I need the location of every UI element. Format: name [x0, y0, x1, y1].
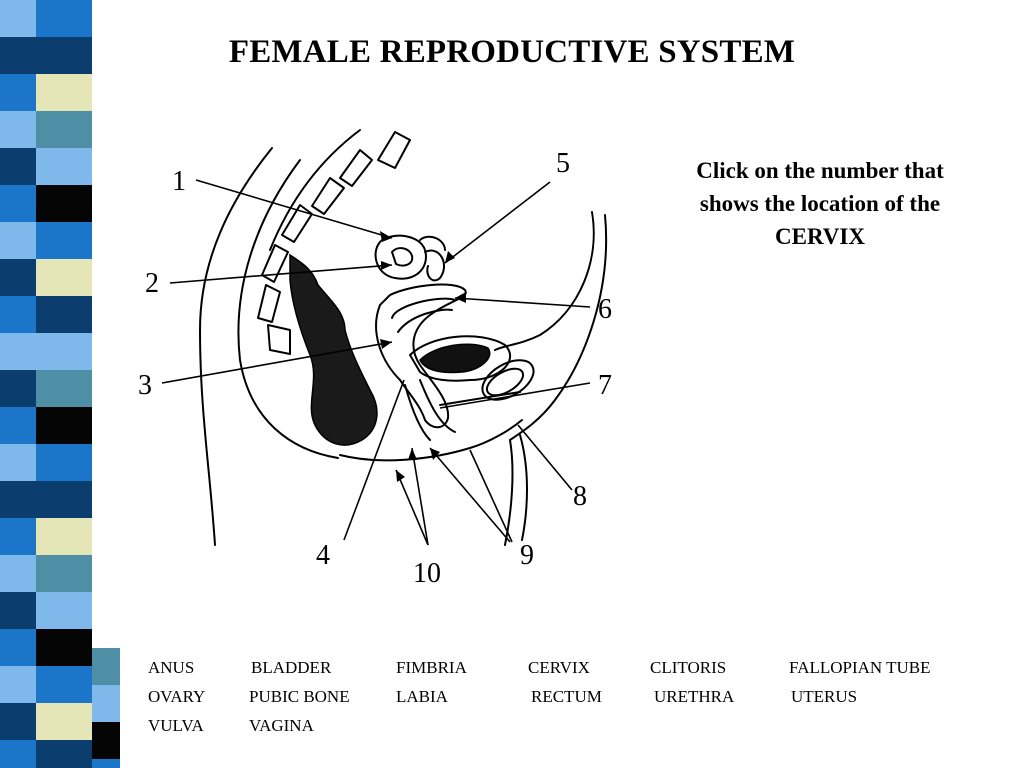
stripe-block [36, 296, 92, 333]
stripe-block [36, 222, 92, 259]
stripe-block [36, 333, 92, 370]
stripe-block [36, 555, 92, 592]
instruction-line-3: CERVIX [775, 224, 865, 249]
word-fimbria: FIMBRIA [396, 658, 467, 677]
body-outline-back [199, 147, 273, 546]
stripe-block [36, 370, 92, 407]
stripe-block [36, 592, 92, 629]
label-number-9[interactable]: 9 [520, 540, 534, 571]
stripe-block [36, 444, 92, 481]
stripe-block-dark [0, 407, 36, 444]
stripe-block [36, 185, 92, 222]
stripe-corner-block [92, 759, 120, 768]
uterus-outline [375, 283, 467, 429]
stripe-block-dark [0, 185, 36, 222]
word-pubic-bone: PUBIC BONE [249, 687, 350, 706]
stripe-block-dark [0, 333, 36, 370]
stripe-block-dark [0, 555, 36, 592]
decorative-stripe-border [0, 0, 96, 768]
sacrum-outline [269, 129, 361, 251]
stripe-block-dark [0, 148, 36, 185]
label-number-7[interactable]: 7 [598, 370, 612, 401]
label-number-4[interactable]: 4 [316, 540, 330, 571]
stripe-block [36, 259, 92, 296]
label-number-3[interactable]: 3 [138, 370, 152, 401]
stripe-block-dark [0, 703, 36, 740]
stripe-block-dark [0, 0, 36, 37]
instruction-line-1: Click on the number that [696, 158, 944, 183]
stripe-block-dark [0, 37, 36, 74]
stripe-block-dark [0, 111, 36, 148]
leader-lines [161, 179, 591, 546]
label-number-5[interactable]: 5 [556, 148, 570, 179]
word-fallopian-tube: FALLOPIAN TUBE [789, 658, 931, 677]
arrow-heads [380, 231, 466, 482]
body-outline-front [494, 211, 595, 351]
word-labia: LABIA [396, 687, 448, 706]
stripe-block [36, 37, 92, 74]
word-vagina: VAGINA [249, 716, 314, 735]
stripe-block [36, 666, 92, 703]
stripe-block-dark [0, 481, 36, 518]
stripe-corner-block [92, 685, 120, 722]
stripe-block [36, 148, 92, 185]
label-number-10[interactable]: 10 [413, 558, 441, 589]
stripe-block-dark [0, 740, 36, 768]
stripe-block-dark [0, 629, 36, 666]
label-number-6[interactable]: 6 [598, 294, 612, 325]
stripe-block [36, 629, 92, 666]
page-title: FEMALE REPRODUCTIVE SYSTEM [228, 34, 796, 70]
stripe-block-dark [0, 592, 36, 629]
word-rectum: RECTUM [531, 687, 602, 706]
stripe-block-dark [0, 222, 36, 259]
anatomy-diagram [161, 129, 608, 546]
word-uterus: UTERUS [791, 687, 858, 706]
stripe-block-dark [0, 296, 36, 333]
word-anus: ANUS [148, 658, 195, 677]
decorative-stripe-corner [0, 648, 120, 768]
stripe-block-dark [0, 444, 36, 481]
stripe-block [36, 407, 92, 444]
stripe-block-dark [0, 666, 36, 703]
label-number-2[interactable]: 2 [145, 268, 159, 299]
stripe-block-dark [0, 74, 36, 111]
word-vulva: VULVA [148, 716, 204, 735]
rectum-shaded [289, 253, 378, 446]
word-clitoris: CLITORIS [650, 658, 727, 677]
stripe-block-dark [0, 259, 36, 296]
word-ovary: OVARY [148, 687, 206, 706]
label-number-8[interactable]: 8 [573, 481, 587, 512]
stripe-block [36, 518, 92, 555]
instruction-line-2: shows the location of the [699, 191, 941, 216]
stripe-block-dark [0, 518, 36, 555]
label-number-1[interactable]: 1 [172, 166, 186, 197]
stripe-block-dark [0, 370, 36, 407]
instruction-text: Click on the number that shows the locat… [650, 154, 990, 253]
word-bladder: BLADDER [251, 658, 332, 677]
stripe-block [36, 740, 92, 768]
word-cervix: CERVIX [528, 658, 590, 677]
stripe-block [36, 74, 92, 111]
stripe-corner-block [92, 648, 120, 685]
stripe-block [36, 0, 92, 37]
stripe-block [36, 111, 92, 148]
stripe-block [36, 481, 92, 518]
stripe-block [36, 703, 92, 740]
word-urethra: URETHRA [654, 687, 735, 706]
ovary-outline [374, 234, 427, 280]
body-outline-inner [237, 159, 339, 459]
stripe-corner-block [92, 722, 120, 759]
